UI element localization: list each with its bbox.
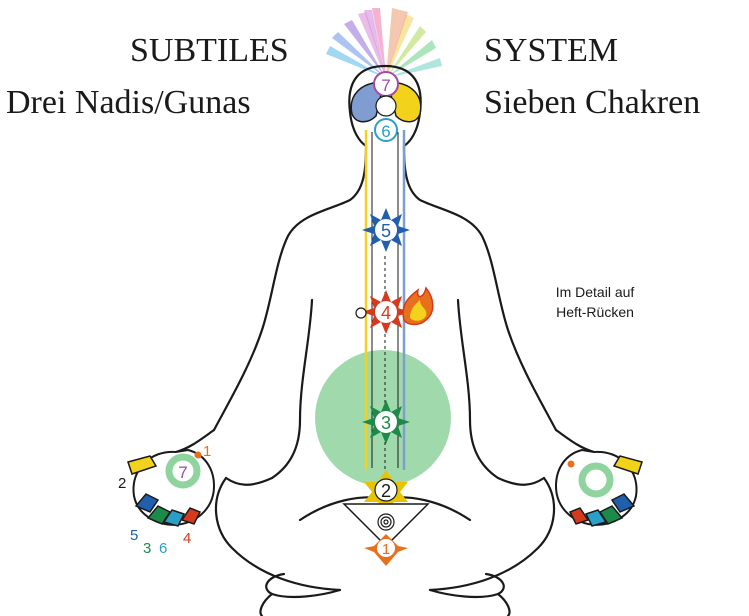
title-system: SYSTEM bbox=[484, 34, 618, 68]
palm-chakra-number: 7 bbox=[178, 463, 187, 482]
chakra-5-number: 5 bbox=[381, 221, 391, 241]
chakra-1-number: 1 bbox=[382, 541, 390, 558]
finger-number-6: 6 bbox=[159, 540, 167, 557]
index-finger-number: 2 bbox=[118, 475, 126, 492]
subtitle-nadis: Drei Nadis/Gunas bbox=[6, 86, 251, 120]
chakra-6-number: 6 bbox=[381, 122, 390, 141]
finger-number-5: 5 bbox=[130, 527, 138, 544]
chakra-3-number: 3 bbox=[381, 413, 391, 433]
subtitle-chakren: Sieben Chakren bbox=[484, 86, 700, 120]
left-hand bbox=[128, 450, 214, 526]
detail-note-line2: Heft-Rücken bbox=[530, 302, 660, 322]
title-subtiles: SUBTILES bbox=[130, 34, 289, 68]
finger-number-4: 4 bbox=[183, 530, 191, 547]
detail-note: Im Detail auf Heft-Rücken bbox=[530, 282, 660, 322]
detail-note-line1: Im Detail auf bbox=[530, 282, 660, 302]
crown-connector bbox=[376, 96, 396, 116]
right-hand bbox=[556, 450, 642, 526]
chakra-2-number: 2 bbox=[381, 481, 391, 501]
chakra-7-number: 7 bbox=[381, 76, 390, 95]
thumb-number: 1 bbox=[203, 443, 211, 460]
crown-rays bbox=[326, 8, 442, 78]
chakra-4-number: 4 bbox=[381, 303, 391, 323]
flame-icon bbox=[403, 288, 433, 325]
finger-number-3: 3 bbox=[143, 540, 151, 557]
